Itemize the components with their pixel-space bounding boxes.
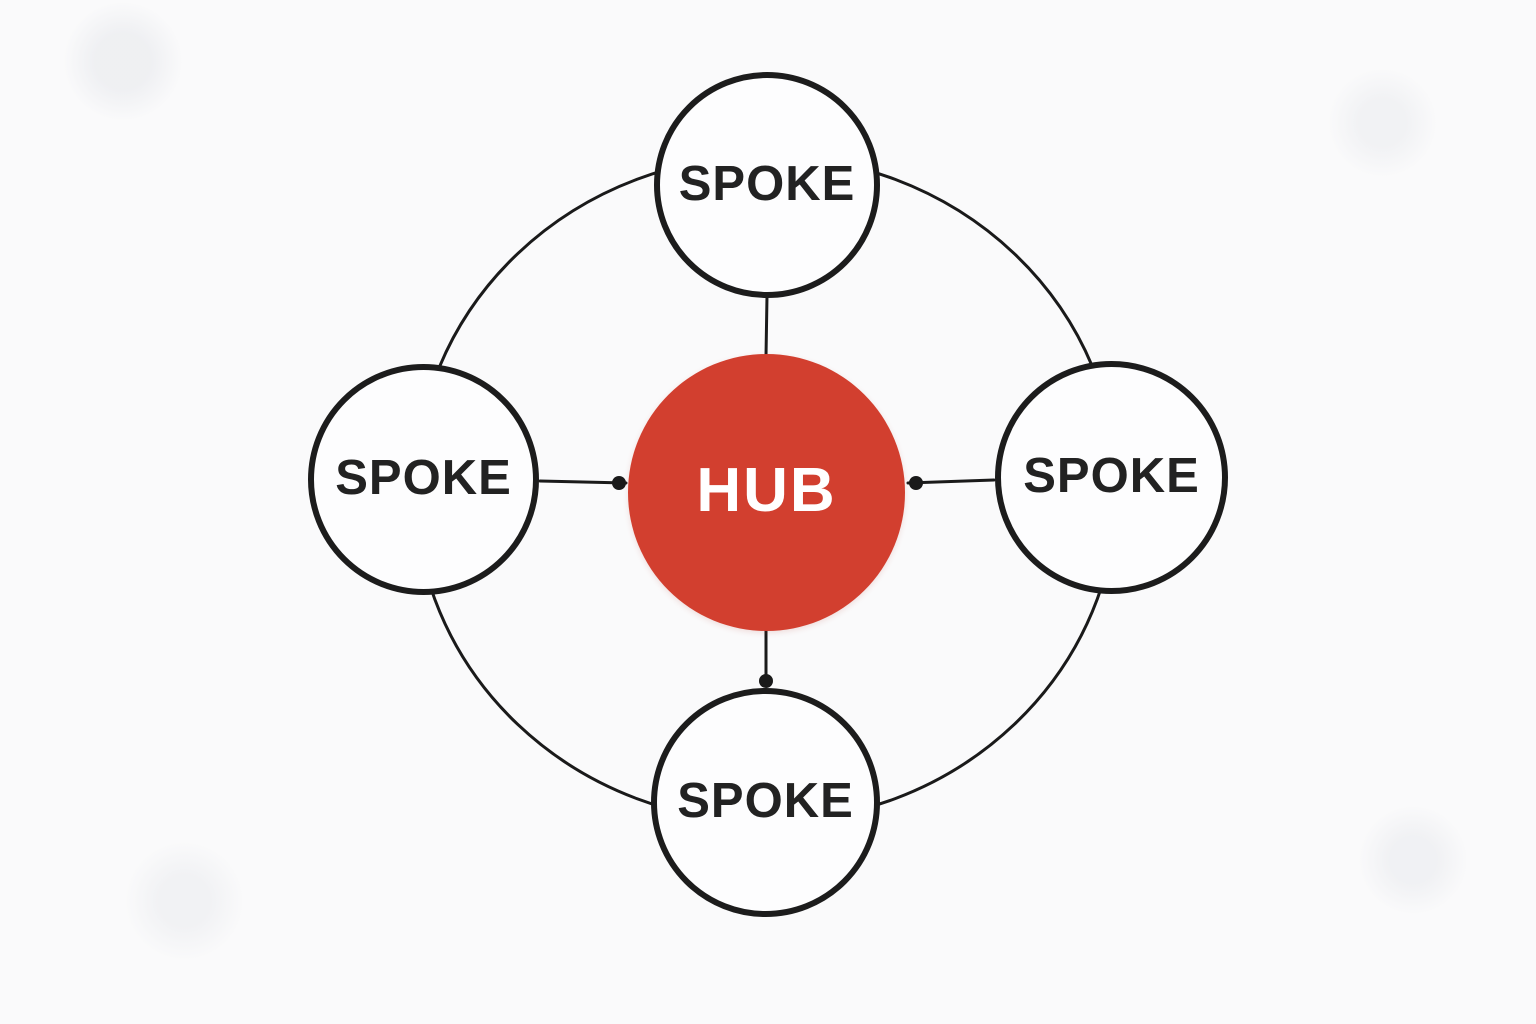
connector-left-to-hub xyxy=(538,479,628,485)
hub-node: HUB xyxy=(628,354,905,631)
spoke-left-label: SPOKE xyxy=(335,451,512,505)
spoke-top-label: SPOKE xyxy=(678,156,856,211)
spoke-node-right: SPOKE xyxy=(995,361,1228,594)
spoke-node-left: SPOKE xyxy=(308,364,539,595)
spoke-node-bottom: SPOKE xyxy=(651,688,880,917)
arrow-dot-right-connector xyxy=(909,476,923,490)
spoke-node-top: SPOKE xyxy=(654,72,880,298)
arrow-dot-left-connector xyxy=(612,476,626,490)
spoke-right-label: SPOKE xyxy=(1023,449,1200,503)
arrow-dot-bottom-connector xyxy=(759,674,773,688)
connector-top-to-hub xyxy=(764,294,769,358)
spoke-bottom-label: SPOKE xyxy=(677,774,854,828)
hub-label: HUB xyxy=(696,455,837,525)
